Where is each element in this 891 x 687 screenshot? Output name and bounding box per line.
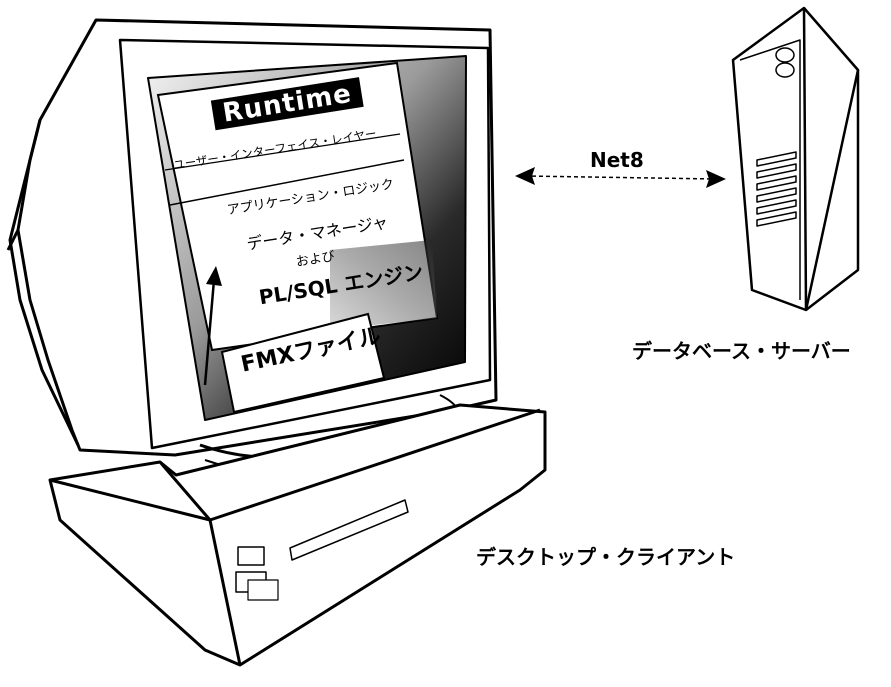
ui-layer-label: ユーザー・インターフェイス・レイヤー	[172, 126, 378, 173]
desktop-client-label: デスクトップ・クライアント	[476, 545, 736, 569]
network-connection	[515, 167, 726, 188]
server-tower	[731, 6, 860, 312]
runtime-document	[156, 61, 439, 352]
database-server-label: データベース・サーバー	[632, 339, 851, 363]
and-label: および	[295, 249, 336, 271]
fmx-card-shape	[220, 312, 386, 414]
runtime-title: Runtime	[210, 77, 364, 131]
desktop-case	[48, 403, 547, 667]
net8-label: Net8	[590, 148, 644, 172]
load-arrow	[203, 266, 222, 386]
document-text-group: Runtime ユーザー・インターフェイス・レイヤー アプリケーション・ロジック…	[162, 44, 427, 317]
